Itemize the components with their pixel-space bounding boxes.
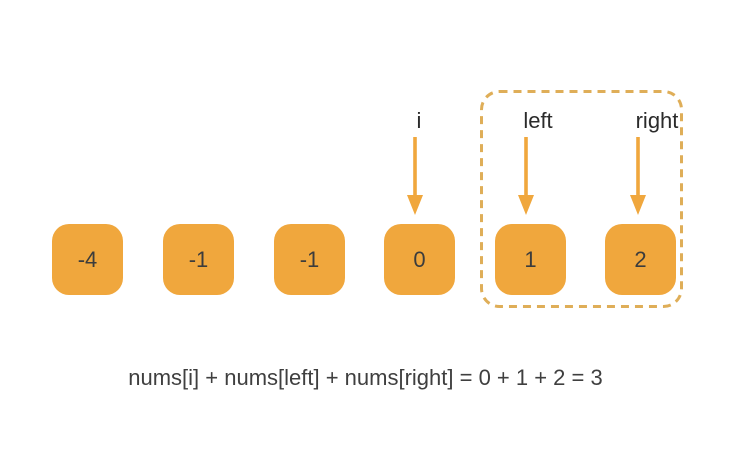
array-cell-value: 0 <box>413 247 426 272</box>
array-cell: 0 <box>384 224 455 295</box>
sum-formula-text: nums[i] + nums[left] + nums[right] = 0 +… <box>128 365 603 390</box>
array-cell-value: 1 <box>524 247 537 272</box>
array-cell: -4 <box>52 224 123 295</box>
down-arrow-icon <box>518 137 534 215</box>
array-cell: -1 <box>274 224 345 295</box>
pointer-left-label: left <box>523 108 553 133</box>
pointer-i-label: i <box>416 108 422 133</box>
array-cell: 1 <box>495 224 566 295</box>
down-arrow-icon <box>630 137 646 215</box>
array-cell: 2 <box>605 224 676 295</box>
two-pointer-window-outline <box>480 90 683 308</box>
down-arrow-icon <box>407 137 423 215</box>
array-cell-value: 2 <box>634 247 647 272</box>
pointer-right-label: right <box>635 108 679 133</box>
array-cell: -1 <box>163 224 234 295</box>
array-cell-value: -1 <box>188 247 209 272</box>
array-cell-value: -4 <box>77 247 98 272</box>
array-cell-value: -1 <box>299 247 320 272</box>
